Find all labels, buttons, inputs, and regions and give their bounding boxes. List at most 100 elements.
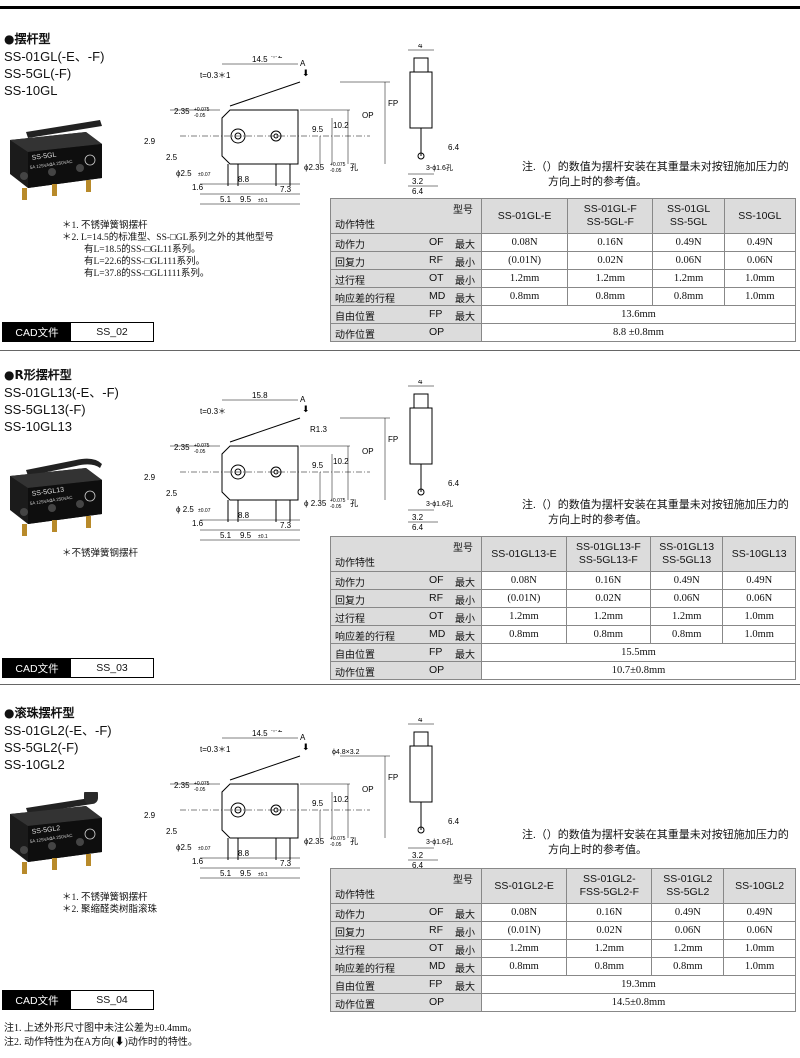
table-cell: 19.3mm xyxy=(481,975,796,994)
dim-label: FP xyxy=(388,435,398,444)
dim-label: 6.4 xyxy=(412,523,424,530)
table-cell: 0.08N xyxy=(480,233,569,252)
cad-file-link[interactable]: SS_04 xyxy=(96,994,128,1006)
table-cell: (0.01N) xyxy=(480,251,569,270)
characteristics-table: 型号 动作特性 SS-01GL2-E SS-01GL2-FSS-5GL2-F S… xyxy=(330,868,796,1012)
section-divider xyxy=(0,684,800,685)
arrow-down-icon: ⬇ xyxy=(302,404,310,414)
photo-rating-text: 3A 250VAC xyxy=(49,833,73,841)
dim-label: 4 xyxy=(418,380,423,386)
switch-photo: SS-5GL2 5A 125VAC 3A 250VAC xyxy=(10,792,102,874)
footnote-line: ＊1. 不锈弹簧钢摆杆 xyxy=(62,221,148,231)
model-column-header: SS-10GL2 xyxy=(723,868,796,904)
dim-label: 3.2 xyxy=(412,513,424,522)
header-label: 型号 xyxy=(453,543,473,554)
table-cell: 1.0mm xyxy=(723,269,797,288)
dim-label: ±0.07 xyxy=(198,508,211,514)
table-cell: 0.8mm xyxy=(480,287,569,306)
dim-label: 10.2 xyxy=(333,121,349,130)
note-line: 注.（）的数值为摆杆安装在其重量未对按钮施加压力的 xyxy=(522,829,789,841)
table-cell: 0.06N xyxy=(723,921,796,940)
model-name: SS-10GL13 xyxy=(4,419,72,434)
cad-file-link[interactable]: SS_02 xyxy=(96,326,128,338)
table-cell: 0.06N xyxy=(651,921,725,940)
table-cell: 1.2mm xyxy=(480,939,568,958)
cad-file-badge[interactable]: CAD文件 SS_02 xyxy=(2,322,154,342)
dim-label: 5.1 xyxy=(220,869,232,878)
footnote-line: ＊不锈弹簧钢摆杆 xyxy=(62,549,139,559)
note-line: 方向上时的参考值。 xyxy=(548,176,647,188)
cad-file-link[interactable]: SS_03 xyxy=(96,662,128,674)
dim-label: 2.35 xyxy=(174,781,190,790)
table-cell: 0.06N xyxy=(723,251,797,270)
dim-label: 6.4 xyxy=(448,143,460,152)
section-title: ●R形摆杆型 xyxy=(4,368,72,382)
table-cell: 0.8mm xyxy=(649,625,724,644)
dim-label: 6.4 xyxy=(448,817,460,826)
dim-label: +0.075 xyxy=(330,836,346,842)
dim-label: 9.5 xyxy=(312,461,324,470)
model-column-header: SS-10GL13 xyxy=(722,536,796,572)
footnotes: ＊1. 不锈弹簧钢摆杆＊2. 聚缩醛类树脂滚珠 xyxy=(62,892,157,916)
table-cell: 0.49N xyxy=(723,903,796,922)
cad-file-badge[interactable]: CAD文件 SS_03 xyxy=(2,658,154,678)
table-cell: 1.2mm xyxy=(567,269,654,288)
dim-label: +0.075 xyxy=(194,781,210,787)
model-name: SS-5GL2(-F) xyxy=(4,740,79,755)
dim-label: OP xyxy=(362,447,374,456)
table-cell: 1.2mm xyxy=(651,939,725,958)
note-line: 注.（）的数值为摆杆安装在其重量未对按钮施加压力的 xyxy=(522,161,789,173)
footnote-line: ＊2. 聚缩醛类树脂滚珠 xyxy=(62,905,158,915)
dim-label: 8.8 xyxy=(238,175,250,184)
table-cell: 0.49N xyxy=(651,903,725,922)
table-cell: (0.01N) xyxy=(481,589,567,608)
dim-label: ＊2 xyxy=(270,56,283,60)
cad-label: CAD文件 xyxy=(3,991,71,1009)
dim-label: 14.5 xyxy=(252,56,268,64)
dim-label: 7.3 xyxy=(280,185,292,194)
dim-label: 6.4 xyxy=(448,479,460,488)
dim-label: 6.4 xyxy=(412,187,424,194)
note-line: 方向上时的参考值。 xyxy=(548,514,647,526)
dim-label: -0.05 xyxy=(330,168,342,174)
table-cell: 0.8mm xyxy=(651,957,725,976)
table-cell: 0.02N xyxy=(565,589,651,608)
model-name: SS-10GL xyxy=(4,83,58,98)
reference-note: 注.（）的数值为摆杆安装在其重量未对按钮施加压力的 方向上时的参考值。 xyxy=(522,828,792,858)
dim-label: FP xyxy=(388,99,398,108)
dim-label: 9.5 xyxy=(240,195,252,204)
table-cell: 1.2mm xyxy=(480,269,569,288)
dim-label: 1.6 xyxy=(192,857,204,866)
dim-label: 4 xyxy=(418,718,423,724)
model-name: SS-01GL2(-E、-F) xyxy=(4,723,112,738)
dim-label: 7.3 xyxy=(280,859,292,868)
table-cell: 10.7±0.8mm xyxy=(481,661,796,680)
model-column-header: SS-01GL-E xyxy=(480,198,569,234)
table-cell: 0.02N xyxy=(567,251,654,270)
dim-label: A xyxy=(300,395,306,404)
table-corner-header: 型号 动作特性 xyxy=(330,868,482,904)
dim-label: ϕ2.35 xyxy=(304,837,325,846)
dim-label: 5.1 xyxy=(220,195,232,204)
footnotes: ＊1. 不锈弹簧钢摆杆＊2. L=14.5的标准型、SS-□GL系列之外的其他型… xyxy=(62,220,274,280)
ul-mark-icon xyxy=(84,490,96,502)
table-cell: 0.16N xyxy=(565,571,651,590)
table-cell: 1.2mm xyxy=(481,607,567,626)
dim-label: ϕ2.35 xyxy=(304,163,325,172)
cad-file-badge[interactable]: CAD文件 SS_04 xyxy=(2,990,154,1010)
